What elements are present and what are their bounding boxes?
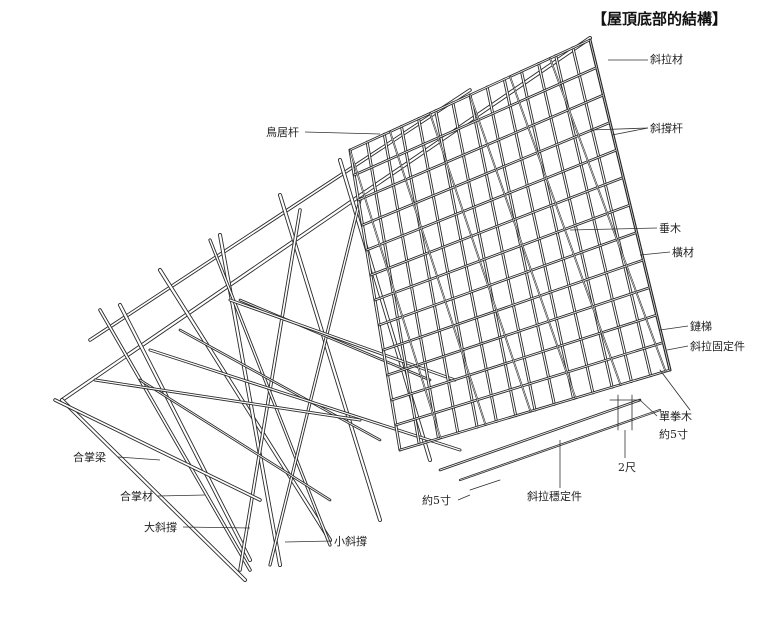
yokozai-8-core [382, 259, 644, 351]
gassho-rafter-1-core [118, 303, 252, 562]
yokozai-11-core [395, 342, 664, 426]
diagonal-stay-3-core [469, 94, 576, 399]
yokozai-12-core [399, 369, 671, 451]
yokozai-5-core [370, 177, 624, 276]
dim-5cun-line [469, 479, 501, 491]
yokozai-7-core [378, 232, 638, 326]
lower-purlin-b-core [149, 349, 461, 451]
diagonal-stay-1-core [389, 131, 486, 425]
niao-ju-gan-pole-core [89, 89, 471, 341]
label-lian-ti: 鏈梯 [690, 320, 712, 333]
label-two-chi: 2尺 [618, 461, 636, 474]
gassho-rafter-0-core [60, 398, 247, 582]
label-xie-la-wen-ding-jian: 斜拉穩定件 [527, 490, 582, 503]
gassho-rafter-5-core [338, 158, 432, 462]
gassho-rafter-4-core [278, 193, 382, 522]
large-brace-a-core [99, 309, 251, 571]
label-xiao-xie-cheng: 小斜撐 [334, 535, 367, 548]
leader-niao-ju-gan [304, 131, 381, 135]
dim-ridge-line [659, 369, 691, 411]
stabilizer-rail-a-core [439, 399, 641, 471]
diagonal-stay-5-core [549, 58, 666, 372]
gassho-beam-core [54, 399, 261, 501]
diagonal-stay-4-core [509, 76, 621, 385]
yokozai-4-core [366, 149, 618, 251]
leader-heng-cai [639, 251, 671, 256]
yokozai-10-core [391, 314, 658, 401]
label-niao-ju-gan: 鳥居杆 [266, 126, 299, 139]
diagonal-stay-2-core [429, 113, 531, 412]
label-da-xie-cheng: 大斜撐 [144, 521, 177, 534]
gassho-rafter-2-core [158, 268, 332, 542]
large-brace-d-core [269, 199, 361, 566]
yokozai-9-core [387, 287, 651, 376]
small-brace-a-core [139, 379, 331, 501]
ridge-pole-core [60, 36, 592, 402]
leader-lian-ti [659, 325, 689, 331]
diagram-title: 【屋頂底部的結構】 [592, 10, 728, 28]
leader-xie-cheng-gan-b [611, 127, 649, 136]
label-heng-cai: 橫材 [672, 246, 694, 259]
leader-chui-mu [569, 227, 658, 231]
label-xie-la-cai: 斜拉材 [650, 53, 683, 66]
yokozai-1-core [353, 67, 598, 176]
lower-purlin-core [94, 379, 361, 421]
label-chui-mu: 垂木 [659, 222, 681, 235]
leader-dan-quan-mu [639, 399, 658, 417]
yokozai-3-core [362, 122, 611, 226]
leader-da-xie-cheng [182, 526, 251, 529]
label-xie-la-gu-ding-jian: 斜拉固定件 [690, 340, 745, 353]
leader-xie-cheng-gan-a [589, 127, 649, 131]
label-xie-cheng-gan: 斜撐杆 [650, 122, 683, 135]
yokozai-2-core [357, 94, 604, 201]
leader-xie-la-gu-ding-jian [666, 345, 689, 351]
label-he-zhang-liang: 合掌梁 [73, 451, 106, 464]
yokozai-6-core [374, 204, 631, 301]
label-yue-5-cun-right: 約5寸 [659, 428, 688, 441]
label-dan-quan-mu: 單拳木 [659, 410, 692, 423]
leader-he-zhang-cai [157, 494, 206, 497]
leader-yue-5-cun [457, 494, 471, 501]
leader-xiao-xie-cheng [284, 540, 333, 543]
label-he-zhang-cai: 合掌材 [120, 490, 153, 503]
large-brace-c-core [209, 239, 331, 546]
diagonal-stay-6-core [589, 39, 671, 371]
small-brace-b-core [179, 329, 381, 441]
diagonal-stay-0-core [349, 149, 441, 439]
label-yue-5-cun-bottom: 約5寸 [422, 494, 451, 507]
leader-he-zhang-liang [117, 456, 161, 461]
